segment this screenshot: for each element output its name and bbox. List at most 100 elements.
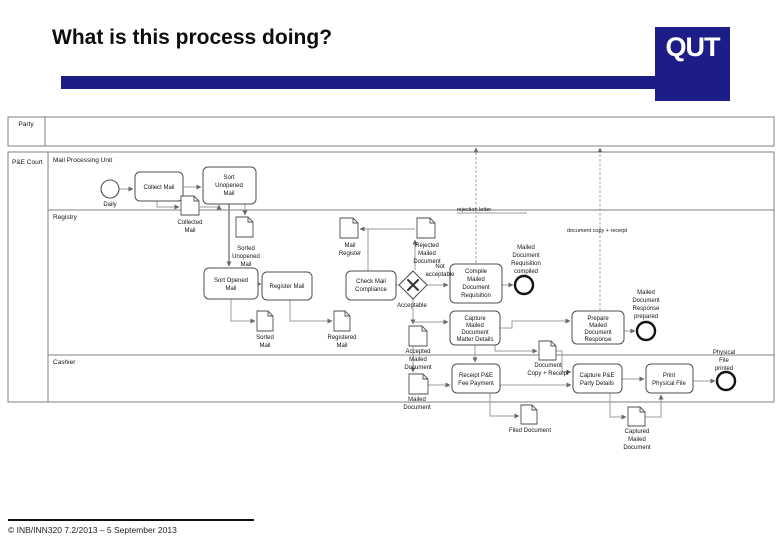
task-label: Mail (225, 286, 236, 292)
task-receipt-fee-payment (451, 363, 501, 394)
page-title: What is this process doing? (52, 26, 333, 49)
event-label: Response (632, 306, 660, 312)
doc-label: Captured (625, 429, 650, 435)
task-compile-requisition (449, 263, 503, 304)
doc-label: Mail (344, 243, 355, 249)
doc-label: Rejected (415, 243, 439, 249)
doc-fold-icon (429, 218, 435, 224)
flow-captureparty-to-captureddoc (609, 393, 627, 420)
task-label: Requisition (461, 293, 491, 299)
message-label-rejection: rejection letter (457, 207, 492, 213)
event-label: compiled (514, 269, 538, 275)
task-sort-unopened-mail (202, 166, 257, 205)
event-label: Physical (713, 350, 735, 356)
lane-mpu-label: Mail Processing Unit (53, 157, 112, 164)
doc-label: Document (534, 363, 562, 369)
gateway-label-not-acceptable: Not (435, 264, 445, 270)
doc-sorted-unopened-mail (235, 216, 254, 238)
doc-label: Mail (240, 262, 251, 268)
doc-sorted-mail (256, 310, 274, 332)
doc-label: Collected (177, 220, 202, 226)
event-label: printed (715, 366, 733, 372)
task-label: Fee Payment (458, 381, 494, 387)
gateway-label-acceptable: Acceptable (397, 303, 427, 309)
task-label: Mailed (467, 277, 485, 283)
doc-fold-icon (639, 407, 645, 413)
event-label: File (719, 358, 729, 364)
task-label: Register Mail (269, 284, 304, 290)
flow-captureddoc-to-print (645, 394, 664, 418)
task-label: Mailed (589, 323, 607, 329)
start-event-daily (100, 179, 120, 199)
gateway-x-icon (407, 279, 419, 291)
flow-collecteddoc-to-sortunopened (200, 204, 222, 210)
task-label: Print (663, 373, 676, 379)
doc-document-copy-receipt (538, 340, 557, 361)
task-label: Party Details (580, 381, 614, 387)
task-label: Mailed (466, 323, 484, 329)
lane-registry-label: Registry (53, 214, 78, 221)
task-label: Sort (223, 175, 234, 181)
pool-pe-label: P&E Court (12, 159, 43, 166)
task-label: Check Mail (356, 279, 386, 285)
flow-doccopy-to-captureparty (556, 350, 572, 375)
qut-logo: QUT (655, 27, 730, 101)
doc-label: Sorted (256, 335, 274, 341)
flow-capturematter-to-doccopy (494, 345, 538, 354)
task-label: Prepare (587, 316, 609, 322)
flow-capturematter-to-prepare (500, 318, 571, 329)
event-label: prepared (634, 314, 658, 320)
doc-label: Register (339, 251, 361, 257)
doc-fold-icon (344, 311, 350, 317)
pool-party-label: Party (18, 121, 34, 128)
doc-rejected-mailed-document (416, 217, 436, 239)
task-label: Matter Details (456, 337, 493, 343)
doc-registered-mail (333, 310, 351, 332)
pool-party (7, 116, 775, 147)
doc-fold-icon (267, 311, 273, 317)
doc-label: Mailed (628, 437, 646, 443)
event-label: Document (512, 253, 540, 259)
doc-fold-icon (422, 374, 428, 380)
flow-check-to-mailregister (359, 226, 369, 271)
flow-receipt-to-fileddoc (489, 393, 520, 419)
task-capture-matter-details (449, 310, 501, 346)
task-collect-mail (134, 171, 184, 202)
doc-filed-document (520, 404, 538, 425)
doc-label: Mail (184, 228, 195, 234)
doc-fold-icon (421, 326, 427, 332)
doc-mail-register (339, 217, 359, 239)
task-label: Sort Opened (214, 278, 248, 284)
task-label: Receipt P&E (459, 373, 493, 379)
doc-label: Document (403, 405, 431, 411)
doc-label: Filed Document (509, 428, 551, 434)
doc-fold-icon (550, 341, 556, 347)
footer-text: © INB/INN320 7.2/2013 – 5 September 2013 (8, 525, 177, 535)
doc-label: Mailed (408, 397, 426, 403)
doc-label: Document (404, 365, 432, 371)
task-label: Document (584, 330, 612, 336)
task-capture-party-details (572, 363, 623, 394)
doc-label: Mailed (418, 251, 436, 257)
pool-pe-court (7, 151, 775, 403)
doc-label: Copy + Receipt (527, 371, 569, 377)
doc-label: Document (413, 259, 441, 265)
event-label: Mailed (637, 290, 655, 296)
task-print-physical-file (645, 363, 694, 394)
task-label: Document (462, 285, 490, 291)
task-label: Mail (223, 191, 234, 197)
doc-label: Document (623, 445, 651, 451)
task-label: Capture P&E (579, 373, 614, 379)
doc-captured-mailed-document (627, 406, 646, 427)
doc-label: Registered (327, 335, 356, 341)
end-event-response-prepared (635, 320, 657, 342)
doc-fold-icon (352, 218, 358, 224)
task-label: Compile (465, 269, 488, 275)
title-underline-bar (61, 76, 655, 89)
doc-mailed-document (408, 373, 429, 395)
task-check-mail-compliance (345, 270, 397, 301)
task-label: Capture (464, 316, 486, 322)
flow-register-to-registereddoc (289, 300, 333, 324)
task-prepare-response (571, 310, 625, 345)
